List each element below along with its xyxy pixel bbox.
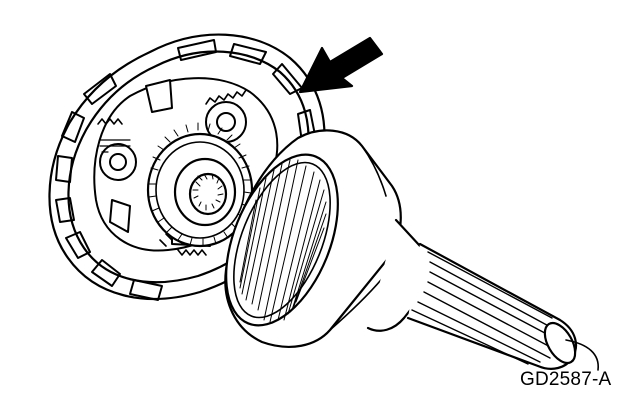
output-shaft xyxy=(366,218,578,370)
ring-gear-internal-teeth xyxy=(239,159,327,323)
ring-gear-drum xyxy=(224,129,402,348)
planet-gear-left xyxy=(97,118,137,181)
shaft-splines xyxy=(411,251,559,365)
figure-callout-code: GD2587-A xyxy=(520,369,612,390)
pointer-arrow xyxy=(298,36,384,94)
planet-gear-lower xyxy=(159,233,207,256)
planet-gear-upper-right xyxy=(205,89,247,143)
hub-spline xyxy=(192,173,224,211)
sun-gear-hub xyxy=(146,122,254,248)
callout-leader-line xyxy=(565,339,599,371)
outer-housing xyxy=(48,33,326,301)
